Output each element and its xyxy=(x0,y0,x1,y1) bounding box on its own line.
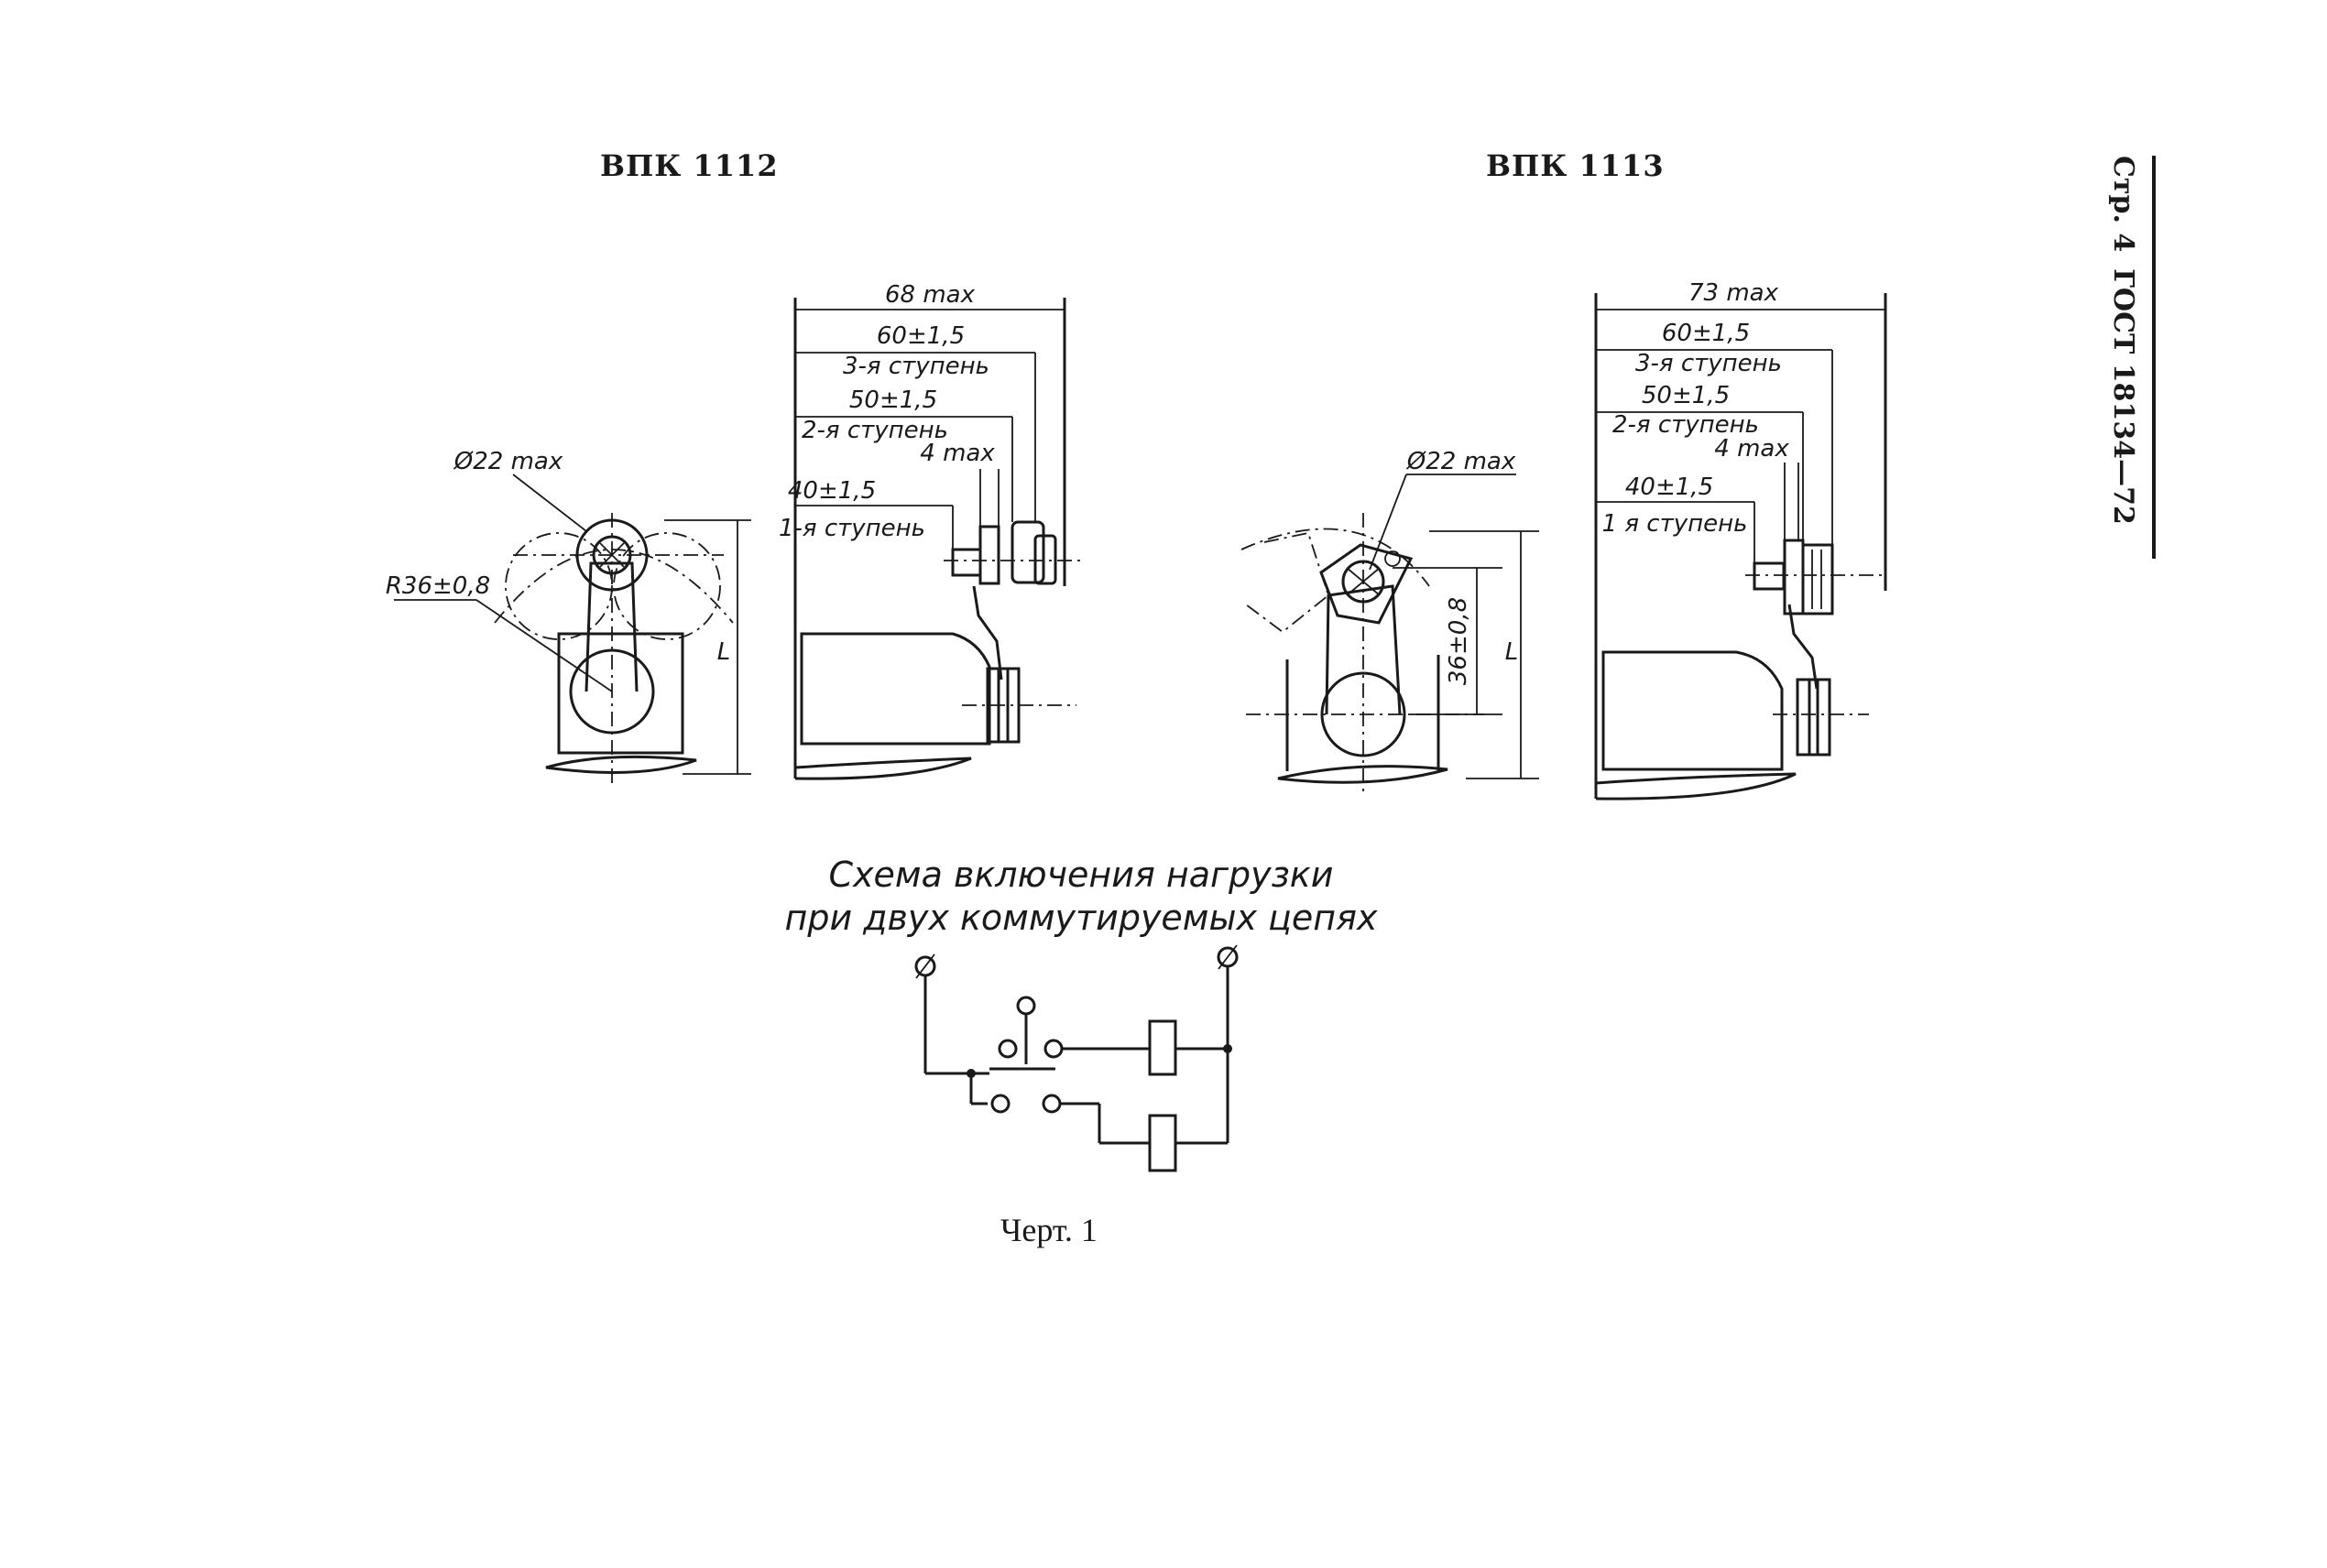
right-actuator-stem xyxy=(1787,604,1819,690)
left-base-front xyxy=(545,755,697,774)
left-dim-d1-note: 3-я ступень xyxy=(843,353,989,380)
left-dim-d4: 40±1,5 xyxy=(788,477,876,505)
right-dimension-lines xyxy=(1596,309,1885,563)
load-lower xyxy=(1148,1114,1177,1172)
schema-caption-line1: Схема включения нагрузки xyxy=(829,855,1334,895)
right-dim-d2: 50±1,5 xyxy=(1642,382,1730,409)
right-dim-d1: 60±1,5 xyxy=(1662,320,1750,347)
left-roller-ghost-left xyxy=(505,532,613,640)
left-dim-radius: R36±0,8 xyxy=(386,572,490,600)
right-housing-side xyxy=(1601,650,1784,771)
left-dim-overall: 68 max xyxy=(885,281,976,309)
right-swing-arc xyxy=(1240,528,1430,587)
right-dim-overall: 73 max xyxy=(1688,279,1779,307)
right-front-view xyxy=(1240,474,1539,797)
right-dim-d3: 4 max xyxy=(1714,435,1789,463)
left-dim-d2-note: 2-я ступень xyxy=(802,417,948,444)
left-front-view xyxy=(394,474,751,788)
right-side-view xyxy=(1594,293,1887,800)
page-running-header: Стр. 4 ГОСТ 18134—72 xyxy=(2103,156,2158,559)
load-upper xyxy=(1148,1019,1177,1076)
right-dim-height: L xyxy=(1505,638,1519,666)
right-dim-d4-note: 1 я ступень xyxy=(1602,510,1748,538)
right-dim-radius: 36±0,8 xyxy=(1445,597,1472,685)
right-drawing-title: ВПК 1113 xyxy=(1486,148,1665,183)
left-dim-d4-note: 1-я ступень xyxy=(779,515,925,542)
left-roller-ghost-right xyxy=(613,532,721,640)
right-dim-d2-note: 2-я ступень xyxy=(1612,411,1759,439)
right-housing-front xyxy=(1285,655,1440,771)
figure-label: Черт. 1 xyxy=(1000,1212,1098,1248)
right-dim-d1-note: 3-я ступень xyxy=(1635,350,1782,377)
schema-caption-line2: при двух коммутируемых цепях xyxy=(785,898,1378,938)
left-side-view xyxy=(793,298,1086,780)
left-dim-d2: 50±1,5 xyxy=(849,387,937,414)
left-dim-d3: 4 max xyxy=(920,440,995,467)
left-dim-height: L xyxy=(717,638,731,666)
left-base-side xyxy=(794,757,972,780)
left-housing-side xyxy=(800,632,991,746)
right-dim-d4: 40±1,5 xyxy=(1625,474,1713,501)
left-dim-roller: Ø22 max xyxy=(453,448,563,475)
wiring-schema xyxy=(914,944,1239,1172)
left-housing-front xyxy=(557,632,684,755)
right-base-front xyxy=(1277,765,1448,784)
left-drawing-title: ВПК 1112 xyxy=(600,148,779,183)
left-swing-arc xyxy=(494,549,734,624)
left-dim-d1: 60±1,5 xyxy=(877,322,965,350)
left-actuator-stem xyxy=(972,585,1003,681)
left-dimension-lines xyxy=(795,309,1065,550)
right-lever-head xyxy=(1319,543,1414,625)
runner-rule xyxy=(2152,156,2156,559)
right-dim-roller: Ø22 max xyxy=(1406,448,1516,475)
